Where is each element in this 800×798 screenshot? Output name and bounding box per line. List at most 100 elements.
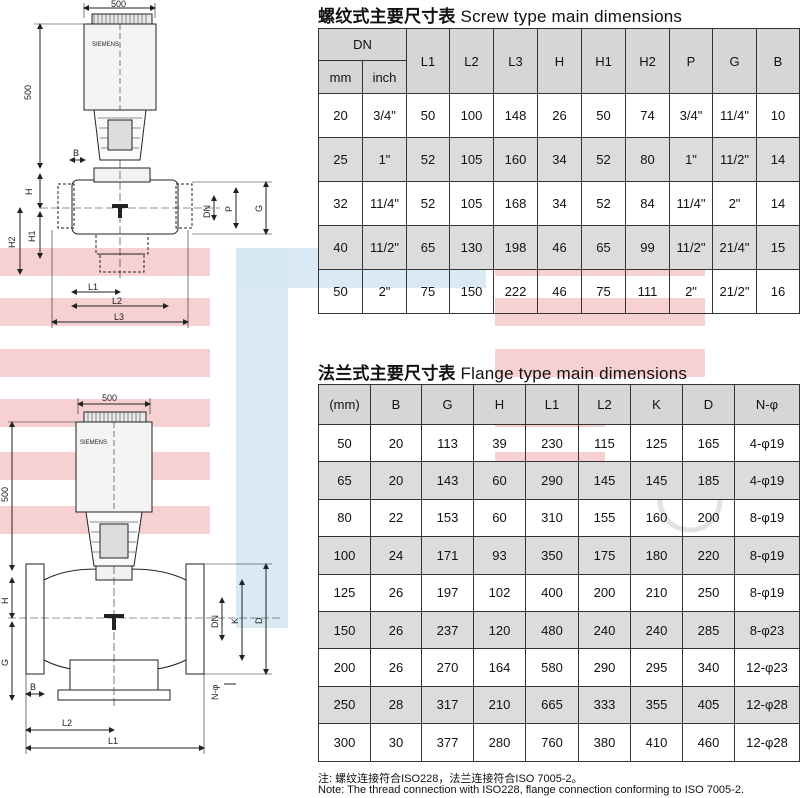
table-cell: 340 xyxy=(682,648,735,687)
table-cell: 74 xyxy=(625,93,670,138)
table-cell: 39 xyxy=(473,423,526,463)
header-col: G xyxy=(421,384,474,425)
header-dn: (mm) xyxy=(318,384,371,425)
table-cell: 80 xyxy=(625,137,670,182)
screw-valve-drawing xyxy=(17,3,272,328)
table-cell: 400 xyxy=(525,573,579,612)
table-cell: 93 xyxy=(473,536,526,575)
table-cell: 52 xyxy=(581,137,626,182)
table-cell: 580 xyxy=(525,648,579,687)
table-cell: 355 xyxy=(630,685,683,725)
table-cell: 160 xyxy=(630,498,683,538)
table-cell: 405 xyxy=(682,685,735,725)
table-cell: 4-φ19 xyxy=(734,423,800,463)
header-col: B xyxy=(370,384,422,425)
table-cell: 290 xyxy=(525,461,579,500)
table-cell: 50 xyxy=(318,269,363,314)
table-cell: 120 xyxy=(473,610,526,650)
svg-text:H: H xyxy=(24,189,34,196)
table-cell: 480 xyxy=(525,610,579,650)
table-cell: 12-φ28 xyxy=(734,685,800,725)
header-g: G xyxy=(712,28,757,94)
flange-table-title: 法兰式主要尺寸表 Flange type main dimensions xyxy=(318,364,688,383)
header-mm: mm xyxy=(318,60,363,94)
table-cell: 20 xyxy=(370,423,422,463)
table-cell: 26 xyxy=(370,610,422,650)
table-cell: 11/2" xyxy=(669,225,713,270)
table-cell: 34 xyxy=(537,181,582,226)
table-cell: 24 xyxy=(370,536,422,575)
header-l3: L3 xyxy=(493,28,538,94)
svg-text:L3: L3 xyxy=(114,312,124,322)
table-cell: 28 xyxy=(370,685,422,725)
table-cell: 11/2" xyxy=(712,137,757,182)
header-l2: L2 xyxy=(449,28,494,94)
table-cell: 40 xyxy=(318,225,363,270)
table-cell: 1" xyxy=(669,137,713,182)
table-cell: 2" xyxy=(669,269,713,314)
screw-dim-height: 500 xyxy=(23,85,33,100)
table-cell: 21/2" xyxy=(712,269,757,314)
table-cell: 200 xyxy=(578,573,631,612)
flange-valve-drawing xyxy=(8,398,280,754)
table-cell: 1" xyxy=(362,137,407,182)
svg-text:N-φ: N-φ xyxy=(210,685,220,700)
table-cell: 237 xyxy=(421,610,474,650)
valve-drawings: 500 SIEMENS 500 B H H1 H2 DN P G L1 L2 L… xyxy=(0,0,280,754)
table-cell: 210 xyxy=(473,685,526,725)
table-cell: 317 xyxy=(421,685,474,725)
table-cell: 8-φ19 xyxy=(734,536,800,575)
table-cell: 197 xyxy=(421,573,474,612)
header-col: H xyxy=(473,384,526,425)
header-col: K xyxy=(630,384,683,425)
table-cell: 290 xyxy=(578,648,631,687)
header-inch: inch xyxy=(362,60,407,94)
table-cell: 295 xyxy=(630,648,683,687)
flange-brand: SIEMENS xyxy=(80,440,107,446)
svg-text:K: K xyxy=(230,618,240,624)
table-cell: 34 xyxy=(537,137,582,182)
table-cell: 4-φ19 xyxy=(734,461,800,500)
table-cell: 52 xyxy=(406,181,450,226)
header-b: B xyxy=(756,28,800,94)
table-cell: 32 xyxy=(318,181,363,226)
table-cell: 164 xyxy=(473,648,526,687)
table-cell: 60 xyxy=(473,461,526,500)
table-cell: 113 xyxy=(421,423,474,463)
table-cell: 65 xyxy=(581,225,626,270)
table-cell: 377 xyxy=(421,723,474,762)
svg-text:DN: DN xyxy=(210,615,220,628)
table-cell: 115 xyxy=(578,423,631,463)
table-cell: 250 xyxy=(318,685,371,725)
svg-text:L2: L2 xyxy=(62,718,72,728)
table-cell: 25 xyxy=(318,137,363,182)
table-cell: 30 xyxy=(370,723,422,762)
table-cell: 180 xyxy=(630,536,683,575)
table-cell: 14 xyxy=(756,137,800,182)
screw-table-title: 螺纹式主要尺寸表 Screw type main dimensions xyxy=(318,7,683,26)
table-cell: 165 xyxy=(682,423,735,463)
table-cell: 168 xyxy=(493,181,538,226)
table-cell: 280 xyxy=(473,723,526,762)
svg-text:P: P xyxy=(224,206,234,212)
table-cell: 12-φ23 xyxy=(734,648,800,687)
table-cell: 125 xyxy=(630,423,683,463)
svg-text:B: B xyxy=(73,148,79,158)
table-cell: 200 xyxy=(682,498,735,538)
table-cell: 50 xyxy=(406,93,450,138)
table-cell: 12-φ28 xyxy=(734,723,800,762)
table-cell: 15 xyxy=(756,225,800,270)
table-cell: 3/4" xyxy=(669,93,713,138)
header-dn: DN xyxy=(318,28,407,61)
table-cell: 26 xyxy=(370,573,422,612)
screw-brand: SIEMENS xyxy=(92,42,119,48)
